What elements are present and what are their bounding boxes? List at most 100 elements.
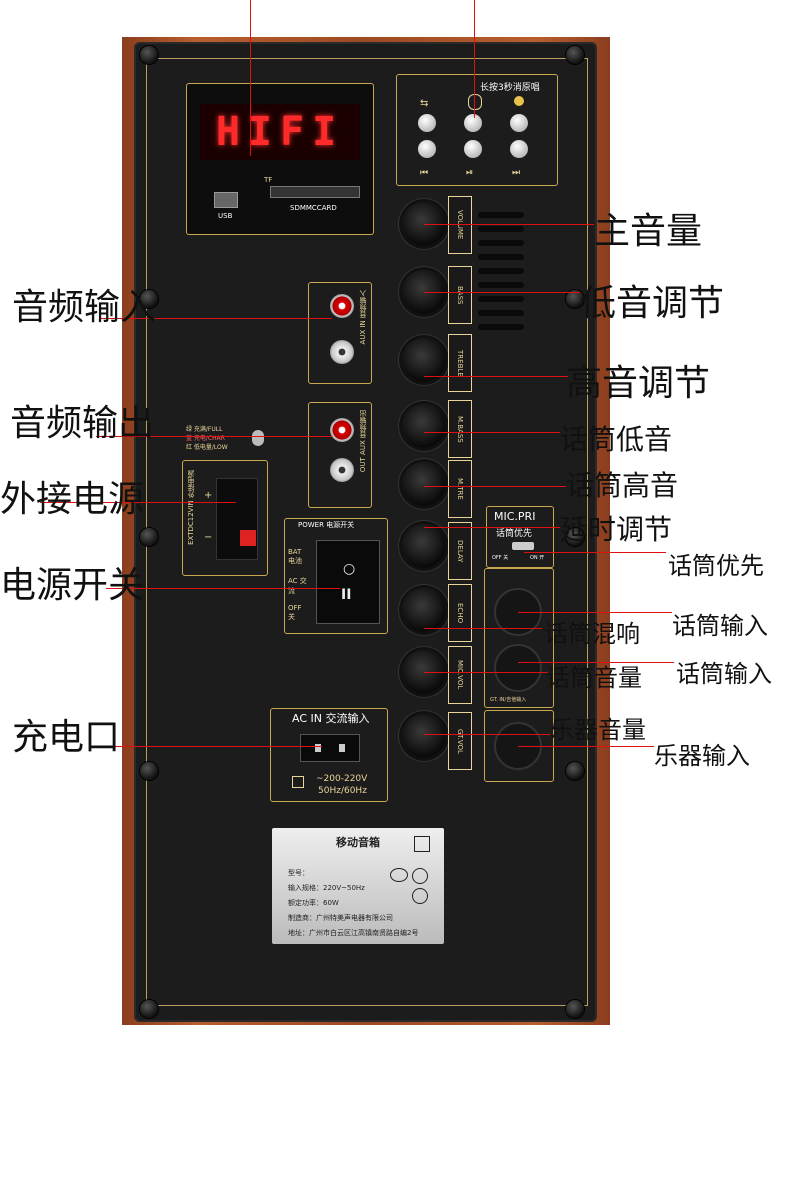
minus-icon: − bbox=[204, 532, 213, 543]
annotation-mic-echo: 话筒混响 bbox=[544, 620, 640, 648]
power-rocker-switch[interactable]: ○ II bbox=[316, 540, 380, 624]
leader-line bbox=[518, 662, 674, 663]
mic-priority-toggle[interactable] bbox=[512, 542, 534, 550]
leader-line bbox=[96, 436, 332, 437]
leader-line bbox=[518, 746, 654, 747]
annotation-mic-input-1: 话筒输入 bbox=[672, 612, 768, 640]
annotation-instrument-input: 乐器输入 bbox=[654, 742, 750, 770]
treble-knob[interactable] bbox=[402, 338, 446, 382]
screw-icon bbox=[566, 46, 584, 64]
ac-power-socket[interactable] bbox=[300, 734, 360, 762]
vent-slot bbox=[478, 254, 524, 260]
leader-line bbox=[424, 527, 560, 528]
record-icon bbox=[514, 96, 524, 106]
dc-terminal[interactable] bbox=[216, 478, 258, 560]
vent-slot bbox=[478, 240, 524, 246]
screw-icon bbox=[566, 290, 584, 308]
sd-card-slot[interactable] bbox=[270, 186, 360, 198]
vent-slot bbox=[478, 310, 524, 316]
power-title: POWER 电源开关 bbox=[298, 521, 355, 529]
delay-knob[interactable] bbox=[402, 524, 446, 568]
delay-label: DELAY bbox=[448, 522, 472, 580]
usb-port[interactable] bbox=[214, 192, 238, 208]
mic-on-label: ON 开 bbox=[530, 555, 545, 561]
mic-volume-label: MIC.VOL bbox=[448, 646, 472, 704]
charge-indicator-led bbox=[252, 430, 264, 446]
mic-bass-knob[interactable] bbox=[402, 404, 446, 448]
cert-icon bbox=[412, 868, 428, 884]
nameplate-power: 额定功率：60W bbox=[288, 899, 339, 907]
echo-knob[interactable] bbox=[402, 588, 446, 632]
guitar-volume-label: GT.VOL bbox=[448, 712, 472, 770]
leader-line bbox=[424, 432, 560, 433]
leader-line bbox=[518, 612, 672, 613]
aux-out-box bbox=[308, 402, 372, 508]
mode-button[interactable] bbox=[418, 114, 436, 132]
mic-input-2-jack[interactable] bbox=[494, 644, 542, 692]
aux-in-left-jack[interactable] bbox=[330, 340, 354, 364]
prev-icon: ⏮ bbox=[420, 168, 429, 178]
double-insulation-icon bbox=[292, 776, 304, 788]
socket-pin bbox=[339, 744, 345, 752]
power-off-label: OFF 关 bbox=[288, 604, 302, 621]
leader-line bbox=[424, 734, 550, 735]
vocal-remove-button[interactable] bbox=[464, 114, 482, 132]
ext-dc-label: EXTDC12VIN 外接电源 bbox=[187, 470, 195, 545]
mic-pri-cn-label: 话筒优先 bbox=[496, 529, 533, 539]
leader-line bbox=[424, 628, 542, 629]
repeat-icon: ⇆ bbox=[420, 98, 429, 109]
vent-slot bbox=[478, 268, 524, 274]
leader-line bbox=[424, 224, 594, 225]
mic-icon bbox=[468, 94, 482, 110]
aux-in-box bbox=[308, 282, 372, 384]
tf-label: TF bbox=[264, 176, 273, 184]
led-display: HIFI bbox=[200, 104, 360, 160]
next-button[interactable] bbox=[510, 140, 528, 158]
mic-treble-knob[interactable] bbox=[402, 462, 446, 506]
aux-in-right-jack[interactable] bbox=[330, 294, 354, 318]
plus-icon: + bbox=[204, 490, 213, 501]
annotation-mic-bass: 话筒低音 bbox=[560, 423, 673, 456]
screw-icon bbox=[140, 528, 158, 546]
power-ac-label: AC 交流 bbox=[288, 577, 307, 595]
nameplate-title: 移动音箱 bbox=[336, 836, 380, 849]
mic-treble-label: M.TRE bbox=[448, 460, 472, 518]
led-low-label: 红 低电量/LOW bbox=[186, 444, 228, 451]
screw-icon bbox=[140, 762, 158, 780]
hold-hint: 长按3秒消原唱 bbox=[480, 83, 540, 93]
screw-icon bbox=[140, 46, 158, 64]
annotation-bass: 低音调节 bbox=[580, 283, 725, 324]
aux-out-right-jack[interactable] bbox=[330, 458, 354, 482]
guitar-volume-knob[interactable] bbox=[402, 714, 446, 758]
mic-bass-label: M.BASS bbox=[448, 400, 472, 458]
vent-slot bbox=[478, 212, 524, 218]
vent-slot bbox=[478, 282, 524, 288]
record-button[interactable] bbox=[510, 114, 528, 132]
nameplate-model: 型号： bbox=[288, 869, 309, 877]
annotation-main-volume: 主音量 bbox=[594, 211, 703, 252]
nameplate-address: 地址：广州市白云区江高镇南贤路自编2号 bbox=[288, 929, 419, 937]
led-full-label: 绿 充满/FULL bbox=[186, 426, 223, 433]
next-icon: ⏭ bbox=[512, 168, 521, 178]
mic-input-box bbox=[484, 568, 554, 708]
aux-out-left-jack[interactable] bbox=[330, 418, 354, 442]
annotation-power-switch: 电源开关 bbox=[0, 565, 145, 606]
power-bat-label: BAT 电池 bbox=[288, 548, 302, 565]
aux-out-label: OUT AUX 音频输出 bbox=[359, 410, 367, 473]
play-pause-button[interactable] bbox=[464, 140, 482, 158]
class-ii-icon bbox=[414, 836, 430, 852]
sd-label: SDMMCCARD bbox=[290, 204, 337, 212]
nameplate: 移动音箱 型号： 输入规格：220V~50Hz 额定功率：60W 制造商：广州特… bbox=[272, 828, 444, 944]
dc-terminal-clip[interactable] bbox=[240, 530, 256, 546]
nameplate-input: 输入规格：220V~50Hz bbox=[288, 884, 365, 892]
screw-icon bbox=[140, 290, 158, 308]
annotation-audio-in: 音频输入 bbox=[12, 287, 157, 328]
leader-line bbox=[106, 588, 340, 589]
annotation-instrument-volume: 乐器音量 bbox=[550, 716, 646, 744]
recycle-icon bbox=[412, 888, 428, 904]
ac-in-title: AC IN 交流输入 bbox=[292, 712, 370, 725]
prev-button[interactable] bbox=[418, 140, 436, 158]
power-switch-box bbox=[284, 518, 388, 634]
usb-label: USB bbox=[218, 212, 233, 220]
screw-icon bbox=[566, 1000, 584, 1018]
